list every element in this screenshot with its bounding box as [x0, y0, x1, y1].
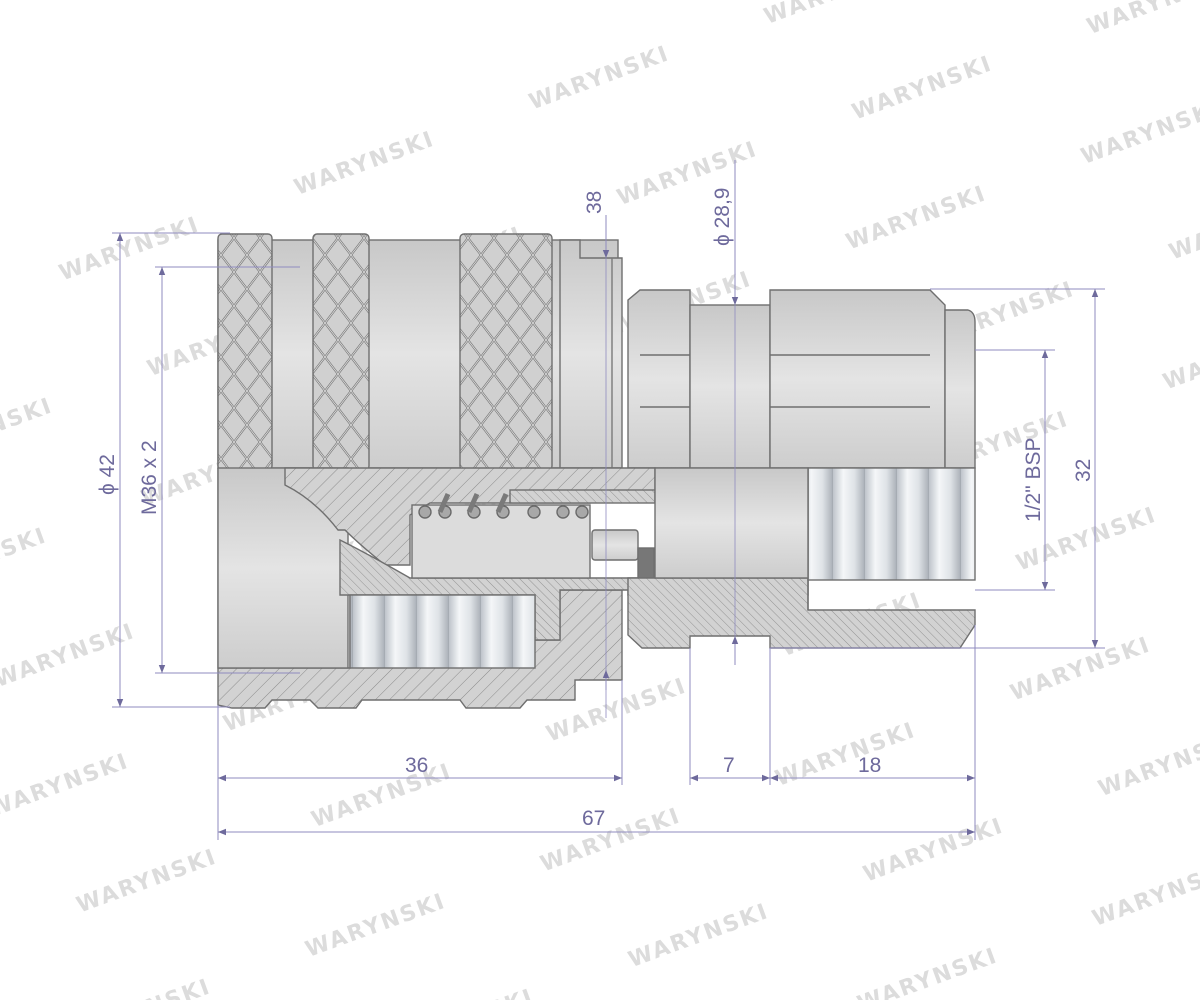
svg-text:WARYNSKI: WARYNSKI: [1166, 191, 1200, 265]
svg-text:WARYNSKI: WARYNSKI: [1007, 632, 1154, 706]
svg-text:WARYNSKI: WARYNSKI: [849, 51, 996, 125]
svg-text:WARYNSKI: WARYNSKI: [614, 137, 761, 211]
label-neck-diameter: ϕ 28,9: [711, 188, 734, 246]
svg-text:WARYNSKI: WARYNSKI: [854, 943, 1001, 1000]
svg-text:WARYNSKI: WARYNSKI: [0, 619, 138, 693]
coupling-part: [217, 233, 976, 709]
svg-text:WARYNSKI: WARYNSKI: [56, 212, 203, 286]
svg-text:WARYNSKI: WARYNSKI: [67, 974, 214, 1000]
port-rim: [944, 309, 976, 469]
spring-sleeve: [509, 489, 656, 504]
label-total-length: 67: [582, 807, 605, 830]
label-outer-diameter: ϕ 42: [96, 454, 119, 495]
svg-text:WARYNSKI: WARYNSKI: [843, 181, 990, 255]
svg-text:WARYNSKI: WARYNSKI: [1084, 0, 1200, 40]
svg-text:WARYNSKI: WARYNSKI: [1095, 728, 1200, 802]
socket-thread: [349, 594, 536, 669]
svg-text:WARYNSKI: WARYNSKI: [302, 889, 449, 963]
svg-text:WARYNSKI: WARYNSKI: [0, 393, 56, 467]
svg-text:WARYNSKI: WARYNSKI: [1089, 858, 1200, 932]
svg-text:WARYNSKI: WARYNSKI: [1160, 321, 1200, 395]
inner-passage: [654, 467, 809, 579]
svg-text:WARYNSKI: WARYNSKI: [0, 523, 50, 597]
spring-coils: [418, 492, 589, 519]
hex-left: [627, 289, 691, 469]
port-thread: [807, 467, 976, 581]
svg-text:WARYNSKI: WARYNSKI: [1078, 96, 1200, 170]
svg-text:WARYNSKI: WARYNSKI: [860, 814, 1007, 888]
knurl-band-3: [459, 233, 553, 471]
dimension-labels: ϕ 42 M36 x 2 38 ϕ 28,9 1/2" BSP 32 36 7 …: [96, 188, 1095, 830]
label-socket-length: 36: [405, 754, 428, 777]
svg-text:WARYNSKI: WARYNSKI: [761, 0, 908, 30]
svg-text:WARYNSKI: WARYNSKI: [625, 899, 772, 973]
label-hex: 32: [1072, 459, 1095, 482]
svg-text:WARYNSKI: WARYNSKI: [526, 41, 673, 115]
svg-text:WARYNSKI: WARYNSKI: [772, 718, 919, 792]
svg-text:WARYNSKI: WARYNSKI: [308, 759, 455, 833]
hex-right: [769, 289, 946, 469]
svg-text:WARYNSKI: WARYNSKI: [291, 127, 438, 201]
svg-text:WARYNSKI: WARYNSKI: [537, 803, 684, 877]
poppet-pin: [591, 529, 639, 561]
svg-text:WARYNSKI: WARYNSKI: [73, 845, 220, 919]
label-port-thread: 1/2" BSP: [1022, 437, 1045, 522]
neck-upper: [689, 304, 771, 469]
label-thread-main: M36 x 2: [138, 440, 161, 515]
label-port-length: 18: [858, 754, 881, 777]
svg-text:WARYNSKI: WARYNSKI: [0, 749, 132, 823]
seal: [637, 547, 655, 579]
knurl-band-1: [217, 233, 273, 471]
knurl-band-2: [312, 233, 370, 471]
svg-text:WARYNSKI: WARYNSKI: [390, 985, 537, 1000]
sleeve-body: [217, 239, 619, 469]
label-collar: 38: [583, 191, 606, 214]
dimension-layer: [112, 160, 1105, 840]
label-groove: 7: [723, 754, 735, 777]
section-nipple: [627, 577, 976, 649]
